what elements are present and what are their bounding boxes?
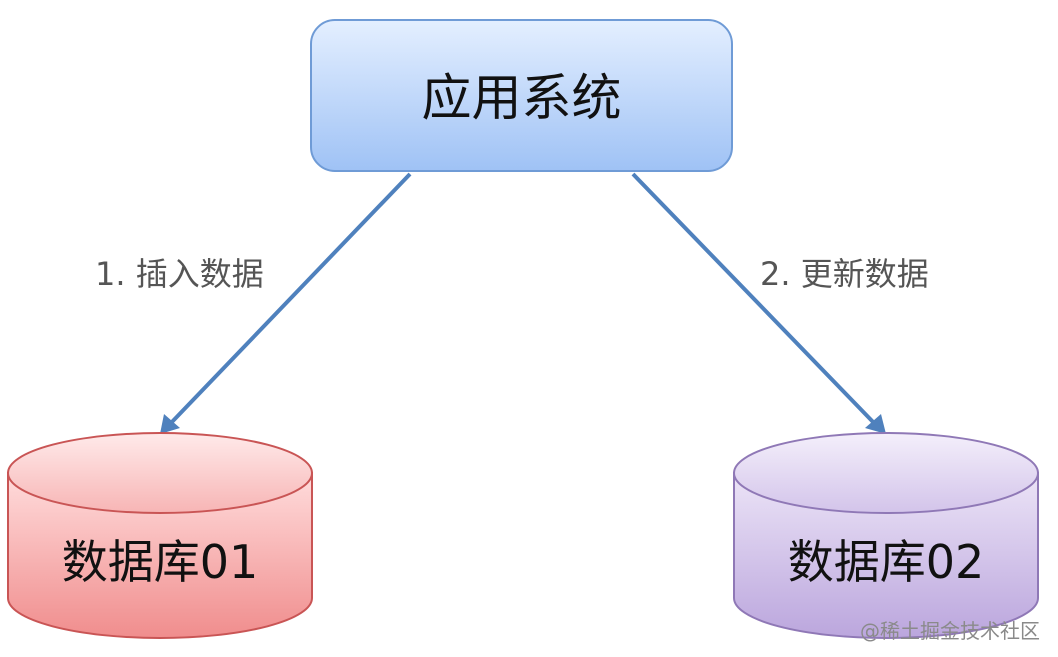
- update-arrowhead: [865, 414, 886, 434]
- edge-label-insert: 1. 插入数据: [95, 255, 264, 293]
- db02-cylinder-body: [733, 472, 1039, 639]
- insert-arrowhead: [160, 414, 180, 434]
- db01-cylinder-body: [7, 472, 313, 639]
- edge-insert: [160, 172, 412, 434]
- watermark: @稀土掘金技术社区: [860, 619, 1040, 643]
- insert-arrow-line: [168, 172, 412, 426]
- app-system-label: 应用系统: [422, 69, 622, 127]
- edge-update: [631, 172, 886, 434]
- app-system-box: [310, 19, 733, 172]
- edge-label-update: 2. 更新数据: [760, 255, 929, 293]
- db02-cylinder-top: [733, 432, 1039, 514]
- db01-label: 数据库01: [62, 535, 259, 589]
- db01-node: 数据库01: [7, 432, 313, 639]
- db01-cylinder-top: [7, 432, 313, 514]
- app-system-node: 应用系统: [310, 19, 733, 172]
- db02-node: 数据库02: [733, 432, 1039, 639]
- update-arrow-line: [631, 172, 877, 426]
- db02-label: 数据库02: [788, 535, 985, 589]
